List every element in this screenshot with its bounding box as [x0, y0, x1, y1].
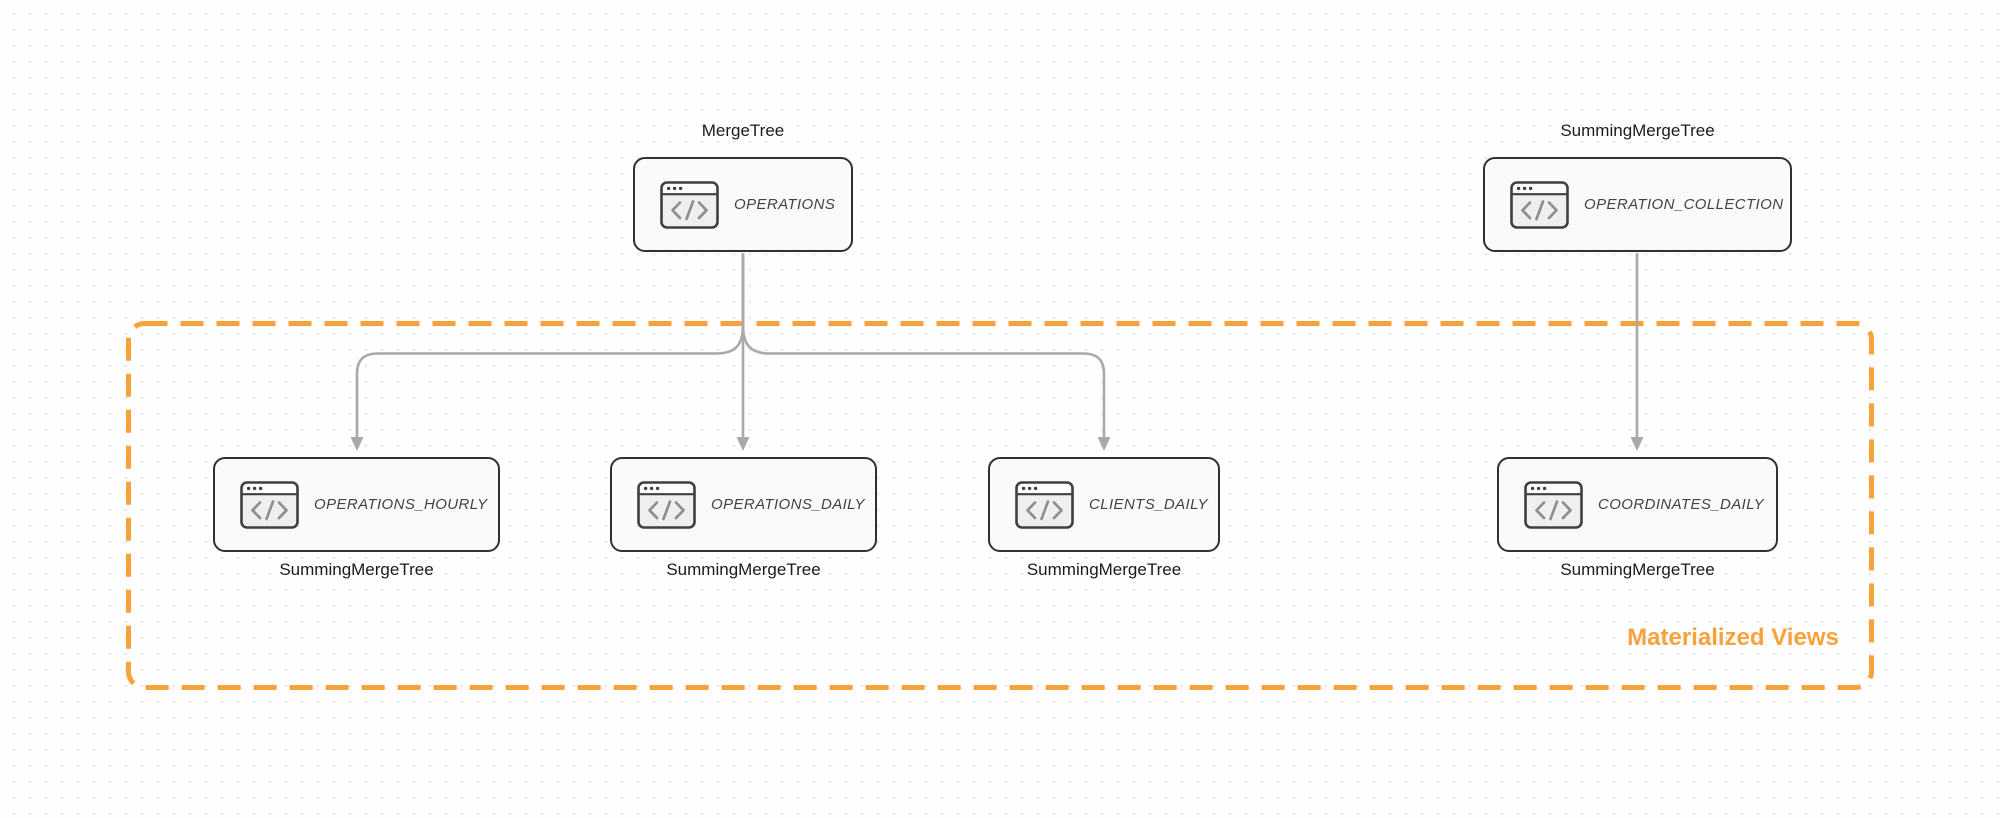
- arrowhead-operations-hourly: [350, 437, 364, 451]
- table-node-operation-collection[interactable]: OPERATION_COLLECTION: [1483, 157, 1792, 252]
- edge-operations-to-operations-hourly: [355, 253, 745, 437]
- table-node-coordinates-daily[interactable]: COORDINATES_DAILY: [1497, 457, 1778, 552]
- table-node-title: OPERATIONS_HOURLY: [314, 496, 488, 513]
- table-node-operations[interactable]: OPERATIONS: [633, 157, 853, 252]
- table-node-title: OPERATIONS: [734, 196, 836, 213]
- arrowhead-clients-daily: [1097, 437, 1111, 451]
- table-node-title: OPERATION_COLLECTION: [1584, 196, 1784, 213]
- engine-label: SummingMergeTree: [1560, 560, 1715, 579]
- table-node-operations-hourly[interactable]: OPERATIONS_HOURLY: [213, 457, 500, 552]
- engine-label: SummingMergeTree: [1026, 560, 1182, 579]
- arrowhead-operations-daily: [736, 437, 750, 451]
- code-window-icon: [1524, 480, 1583, 529]
- materialized-views-label: Materialized Views: [1627, 624, 1839, 651]
- code-window-icon: [240, 480, 299, 529]
- code-window-icon: [637, 480, 696, 529]
- engine-label: MergeTree: [701, 121, 785, 140]
- code-window-icon: [1510, 180, 1569, 229]
- table-node-clients-daily[interactable]: CLIENTS_DAILY: [988, 457, 1220, 552]
- table-node-operations-daily[interactable]: OPERATIONS_DAILY: [610, 457, 877, 552]
- table-node-title: COORDINATES_DAILY: [1598, 496, 1765, 513]
- table-node-title: CLIENTS_DAILY: [1089, 496, 1208, 513]
- code-window-icon: [660, 180, 719, 229]
- engine-label: SummingMergeTree: [1560, 121, 1715, 140]
- code-window-icon: [1015, 480, 1074, 529]
- edge-operations-to-clients-daily: [741, 253, 1106, 437]
- table-node-title: OPERATIONS_DAILY: [711, 496, 865, 513]
- arrowhead-coordinates-daily: [1630, 437, 1644, 451]
- engine-label: SummingMergeTree: [279, 560, 434, 579]
- engine-label: SummingMergeTree: [666, 560, 821, 579]
